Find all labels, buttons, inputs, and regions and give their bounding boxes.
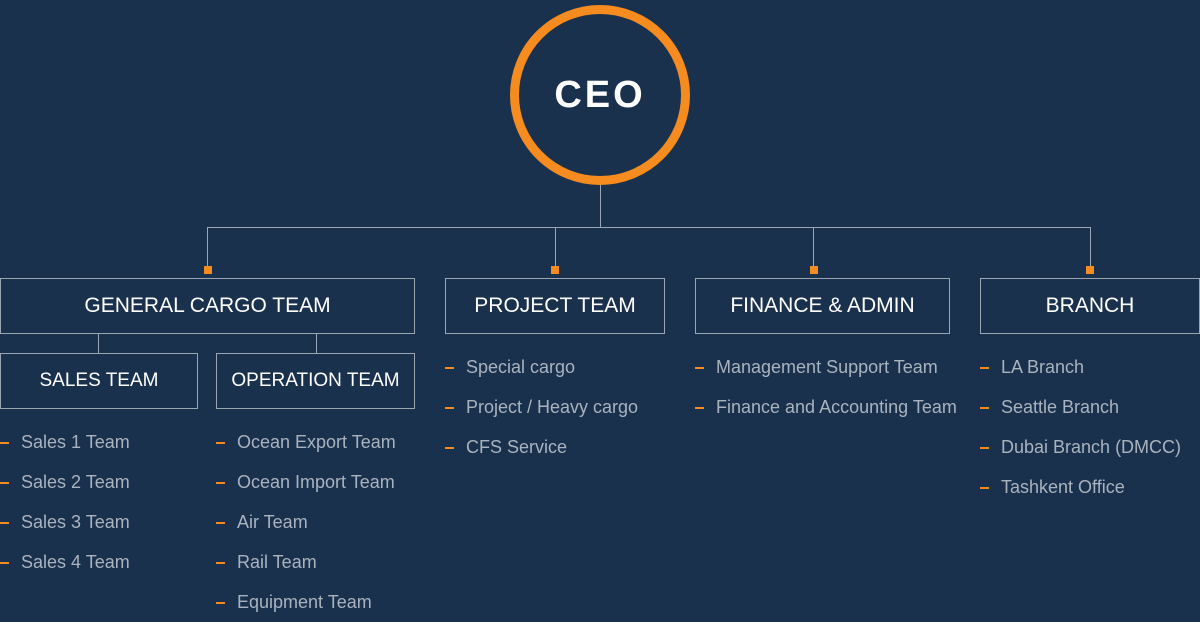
list-item-label: Sales 1 Team <box>21 432 130 452</box>
connector-finance <box>813 227 814 269</box>
operation-team-label: OPERATION TEAM <box>231 370 400 391</box>
connector-project <box>555 227 556 269</box>
list-item: LA Branch <box>980 347 1181 387</box>
list-item: Equipment Team <box>216 582 396 622</box>
sales-team-label: SALES TEAM <box>39 370 159 391</box>
dash-icon <box>0 522 9 524</box>
list-item-label: Special cargo <box>466 357 576 377</box>
sales-team-list: Sales 1 Team Sales 2 Team Sales 3 Team S… <box>0 422 130 582</box>
dash-icon <box>445 367 454 369</box>
list-item: Air Team <box>216 502 396 542</box>
node-marker-general-cargo <box>204 266 212 274</box>
dash-icon <box>980 407 989 409</box>
top-horizontal-connector <box>207 227 1091 228</box>
list-item-label: LA Branch <box>1001 357 1085 377</box>
list-item: Special cargo <box>445 347 638 387</box>
connector-branch <box>1090 227 1091 269</box>
dash-icon <box>216 442 225 444</box>
dash-icon <box>445 447 454 449</box>
dash-icon <box>980 487 989 489</box>
operation-team-list: Ocean Export Team Ocean Import Team Air … <box>216 422 396 622</box>
dash-icon <box>216 522 225 524</box>
connector-operation-team <box>316 334 317 353</box>
list-item: Sales 3 Team <box>0 502 130 542</box>
list-item-label: CFS Service <box>466 437 568 457</box>
list-item-label: Finance and Accounting Team <box>716 397 957 417</box>
dash-icon <box>216 482 225 484</box>
list-item-label: Ocean Export Team <box>237 432 396 452</box>
list-item: CFS Service <box>445 427 638 467</box>
list-item-label: Tashkent Office <box>1001 477 1125 497</box>
list-item: Project / Heavy cargo <box>445 387 638 427</box>
list-item: Seattle Branch <box>980 387 1181 427</box>
list-item-label: Sales 3 Team <box>21 512 130 532</box>
list-item-label: Project / Heavy cargo <box>466 397 639 417</box>
connector-general-cargo <box>207 227 208 269</box>
dash-icon <box>980 447 989 449</box>
list-item: Rail Team <box>216 542 396 582</box>
branch-list: LA Branch Seattle Branch Dubai Branch (D… <box>980 347 1181 507</box>
dash-icon <box>695 407 704 409</box>
list-item-label: Seattle Branch <box>1001 397 1120 417</box>
list-item: Sales 2 Team <box>0 462 130 502</box>
list-item: Tashkent Office <box>980 467 1181 507</box>
list-item-label: Rail Team <box>237 552 317 572</box>
dash-icon <box>695 367 704 369</box>
branch-box: BRANCH <box>980 278 1200 334</box>
project-team-box: PROJECT TEAM <box>445 278 665 334</box>
list-item-label: Equipment Team <box>237 592 372 612</box>
node-marker-finance <box>810 266 818 274</box>
finance-admin-box: FINANCE & ADMIN <box>695 278 950 334</box>
list-item: Ocean Export Team <box>216 422 396 462</box>
finance-admin-list: Management Support Team Finance and Acco… <box>695 347 957 427</box>
list-item: Finance and Accounting Team <box>695 387 957 427</box>
list-item: Management Support Team <box>695 347 957 387</box>
branch-label: BRANCH <box>1045 294 1135 317</box>
ceo-label: CEO <box>554 73 646 116</box>
node-marker-project <box>551 266 559 274</box>
ceo-node: CEO <box>510 5 690 185</box>
sales-team-box: SALES TEAM <box>0 353 198 409</box>
list-item: Sales 1 Team <box>0 422 130 462</box>
general-cargo-team-label: GENERAL CARGO TEAM <box>84 294 331 317</box>
list-item-label: Management Support Team <box>716 357 938 377</box>
dash-icon <box>0 442 9 444</box>
list-item-label: Sales 2 Team <box>21 472 130 492</box>
list-item: Dubai Branch (DMCC) <box>980 427 1181 467</box>
list-item-label: Ocean Import Team <box>237 472 395 492</box>
list-item: Sales 4 Team <box>0 542 130 582</box>
finance-admin-label: FINANCE & ADMIN <box>730 294 915 317</box>
project-team-label: PROJECT TEAM <box>474 294 636 317</box>
general-cargo-team-box: GENERAL CARGO TEAM <box>0 278 415 334</box>
dash-icon <box>0 482 9 484</box>
operation-team-box: OPERATION TEAM <box>216 353 415 409</box>
ceo-connector <box>600 185 601 227</box>
dash-icon <box>445 407 454 409</box>
dash-icon <box>216 562 225 564</box>
dash-icon <box>216 602 225 604</box>
dash-icon <box>0 562 9 564</box>
list-item-label: Air Team <box>237 512 308 532</box>
list-item-label: Sales 4 Team <box>21 552 130 572</box>
node-marker-branch <box>1086 266 1094 274</box>
project-team-list: Special cargo Project / Heavy cargo CFS … <box>445 347 638 467</box>
dash-icon <box>980 367 989 369</box>
connector-sales-team <box>98 334 99 353</box>
list-item-label: Dubai Branch (DMCC) <box>1001 437 1182 457</box>
list-item: Ocean Import Team <box>216 462 396 502</box>
